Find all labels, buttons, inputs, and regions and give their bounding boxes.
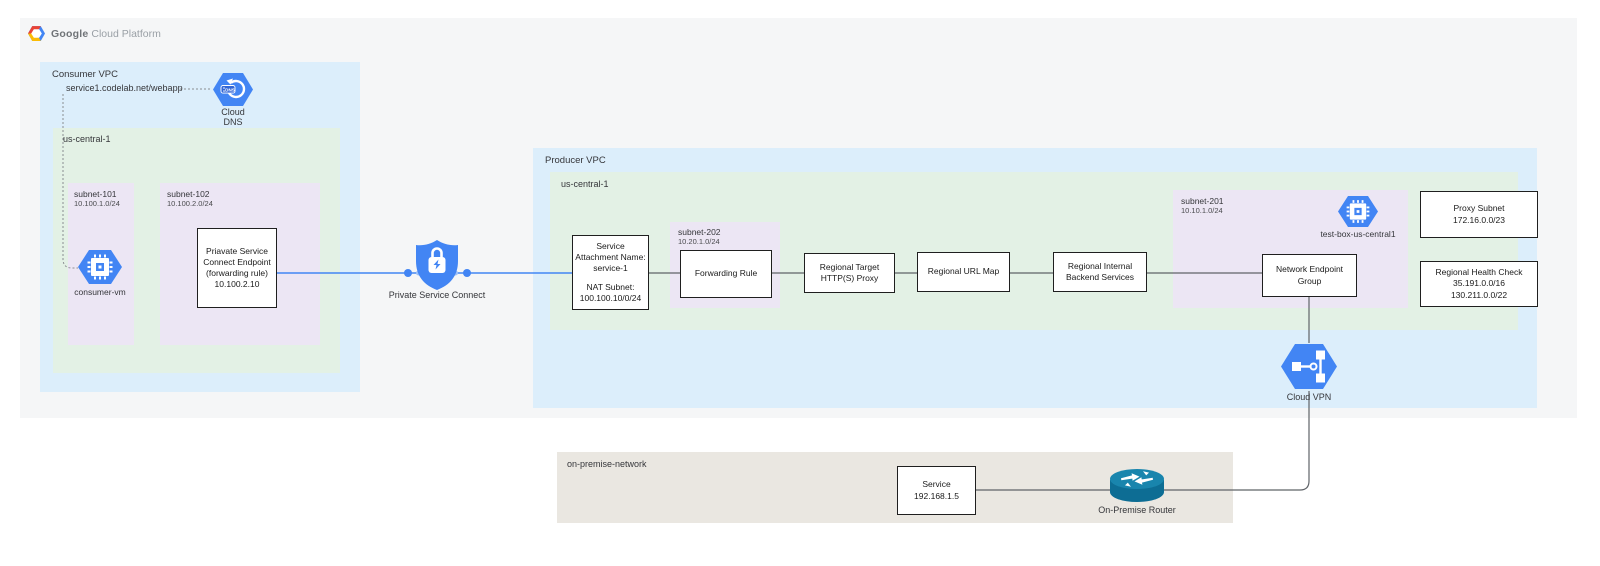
proxy-subnet-box: Proxy Subnet 172.16.0.0/23 — [1420, 191, 1538, 238]
svg-text:DNS: DNS — [225, 88, 235, 93]
private-service-connect-label: Private Service Connect — [388, 290, 486, 300]
test-box-vm-label: test-box-us-central1 — [1320, 229, 1396, 239]
test-box-vm-icon — [1338, 196, 1378, 227]
producer-region-label: us-central-1 — [561, 179, 609, 189]
on-premise-service-box: Service 192.168.1.5 — [897, 466, 976, 515]
subnet-102-name: subnet-102 — [167, 189, 210, 199]
cloud-dns-icon: DNS — [213, 73, 253, 106]
on-premise-network-label: on-premise-network — [567, 459, 647, 469]
service-attachment-box: Service Attachment Name: service-1 NAT S… — [572, 235, 649, 310]
psc-endpoint-box: Priavate Service Connect Endpoint (forwa… — [197, 228, 277, 308]
private-service-connect-icon — [416, 240, 458, 290]
consumer-region-label: us-central-1 — [63, 134, 111, 144]
subnet-101-name: subnet-101 — [74, 189, 117, 199]
subnet-101-cidr: 10.100.1.0/24 — [74, 199, 120, 208]
subnet-201-name: subnet-201 — [1181, 196, 1224, 206]
consumer-vm-label: consumer-vm — [74, 287, 126, 297]
subnet-201-cidr: 10.10.1.0/24 — [1181, 206, 1223, 215]
cloud-vpn-icon — [1281, 344, 1337, 389]
network-endpoint-group-box: Network Endpoint Group — [1262, 254, 1357, 297]
consumer-vpc-label: Consumer VPC — [52, 69, 118, 80]
regional-health-check-box: Regional Health Check 35.191.0.0/16 130.… — [1420, 261, 1538, 307]
backend-services-box: Regional Internal Backend Services — [1053, 252, 1147, 292]
dns-domain-label: service1.codelab.net/webapp — [66, 83, 183, 93]
cloud-dns-label: Cloud DNS — [221, 107, 245, 127]
on-premise-router-label: On-Premise Router — [1098, 505, 1176, 515]
on-premise-router-icon — [1110, 469, 1164, 502]
forwarding-rule-box: Forwarding Rule — [680, 250, 772, 298]
url-map-box: Regional URL Map — [917, 252, 1010, 292]
subnet-202-cidr: 10.20.1.0/24 — [678, 237, 720, 246]
target-proxy-box: Regional Target HTTP(S) Proxy — [804, 253, 895, 293]
subnet-202-name: subnet-202 — [678, 227, 721, 237]
consumer-vm-icon — [78, 250, 122, 284]
gcp-hexagon-logo-icon — [28, 26, 45, 41]
cloud-vpn-label: Cloud VPN — [1286, 392, 1332, 402]
producer-vpc-label: Producer VPC — [545, 155, 606, 166]
subnet-102-cidr: 10.100.2.0/24 — [167, 199, 213, 208]
